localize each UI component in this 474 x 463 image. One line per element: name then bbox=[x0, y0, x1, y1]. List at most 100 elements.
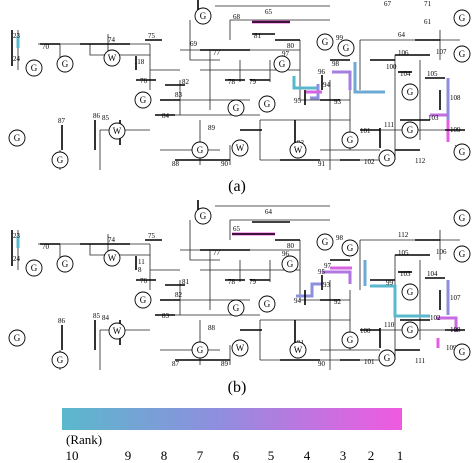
svg-text:G: G bbox=[384, 153, 391, 163]
bus-label-a: 100 bbox=[386, 63, 397, 71]
generator-icon: G bbox=[258, 295, 276, 313]
bus-label-b: 110 bbox=[384, 321, 395, 329]
generator-icon: G bbox=[51, 351, 69, 369]
highlight-line-b2 bbox=[370, 284, 430, 318]
colorbar-ticks: 10 9 8 7 6 5 4 3 2 1 bbox=[66, 448, 404, 463]
svg-text:G: G bbox=[322, 237, 329, 247]
colorbar-tick: 2 bbox=[368, 448, 375, 463]
bus-label-a: 82 bbox=[182, 78, 190, 86]
colorbar-tick: 4 bbox=[304, 448, 311, 463]
highlight-line-a4 bbox=[310, 84, 320, 100]
bus-label-b: 86 bbox=[58, 317, 66, 325]
generator-icon: G bbox=[341, 331, 359, 349]
svg-text:G: G bbox=[233, 103, 240, 113]
bus-label-a: 81 bbox=[254, 32, 262, 40]
svg-text:G: G bbox=[200, 211, 207, 221]
bus-label-b: 82 bbox=[175, 291, 183, 299]
bus-label-b: 96 bbox=[282, 250, 290, 258]
bus-label-a: 80 bbox=[287, 42, 295, 50]
bus-label-b: 108 bbox=[450, 326, 461, 334]
svg-text:G: G bbox=[347, 243, 354, 253]
bus-label-b: 80 bbox=[287, 242, 295, 250]
highlight-line-b7 bbox=[436, 316, 458, 332]
svg-text:G: G bbox=[459, 147, 466, 157]
svg-text:G: G bbox=[459, 49, 466, 59]
generator-icon: G bbox=[191, 341, 209, 359]
svg-text:G: G bbox=[459, 213, 466, 223]
bus-label-a: 69 bbox=[190, 40, 198, 48]
bus-label-a: 61 bbox=[424, 18, 432, 26]
highlight-line-a3 bbox=[353, 62, 385, 94]
panel-a-buses bbox=[11, 0, 465, 161]
bus-label-b: 101 bbox=[364, 358, 375, 366]
wind-icon: W bbox=[289, 341, 307, 359]
bus-label-a: 99 bbox=[336, 34, 344, 42]
bus-label-b: 94 bbox=[294, 297, 302, 305]
bus-label-a: 94 bbox=[323, 81, 331, 89]
svg-text:W: W bbox=[236, 143, 245, 153]
generator-icon: G bbox=[194, 7, 212, 25]
svg-text:G: G bbox=[407, 287, 414, 297]
bus-label-b: 84 bbox=[102, 314, 110, 322]
bus-label-a: 24 bbox=[13, 55, 21, 63]
svg-text:G: G bbox=[14, 133, 21, 143]
bus-label-b: 98 bbox=[336, 234, 344, 242]
svg-text:G: G bbox=[197, 345, 204, 355]
panel-b-highlighted-lines bbox=[16, 232, 458, 348]
bus-label-a: 76 bbox=[140, 77, 148, 85]
wind-icon: W bbox=[108, 322, 126, 340]
wind-icon: W bbox=[103, 49, 121, 67]
bus-label-b: 79 bbox=[249, 278, 257, 286]
bus-label-b: 89 bbox=[221, 360, 229, 368]
bus-label-a: 67 bbox=[384, 0, 392, 8]
colorbar-tick: 6 bbox=[233, 448, 240, 463]
generator-icon: G bbox=[281, 255, 299, 273]
svg-text:G: G bbox=[233, 303, 240, 313]
svg-text:G: G bbox=[62, 259, 69, 269]
bus-label-a: 86 bbox=[93, 112, 101, 120]
panel-a-label: (a) bbox=[228, 178, 246, 195]
svg-text:G: G bbox=[31, 263, 38, 273]
wind-icon: W bbox=[108, 122, 126, 140]
bus-label-a: 109 bbox=[450, 126, 461, 134]
bus-label-b: 77 bbox=[213, 249, 221, 257]
generator-icon: G bbox=[401, 121, 419, 139]
bus-label-a: 87 bbox=[58, 117, 66, 125]
bus-label-b: 64 bbox=[265, 208, 273, 216]
generator-icon: G bbox=[316, 33, 334, 51]
svg-text:W: W bbox=[294, 345, 303, 355]
highlight-line-a6 bbox=[332, 70, 352, 90]
bus-label-b: 107 bbox=[450, 294, 461, 302]
bus-label-a: 106 bbox=[398, 49, 409, 57]
bus-label-a: 107 bbox=[436, 48, 447, 56]
svg-text:G: G bbox=[62, 59, 69, 69]
panel-a-bus-labels: 23 24 70 74 75 118 76 77 78 79 80 81 82 … bbox=[13, 0, 465, 168]
generator-icon: G bbox=[378, 349, 396, 367]
bus-label-b: 81 bbox=[182, 278, 190, 286]
bus-label-a: 103 bbox=[428, 114, 439, 122]
svg-text:G: G bbox=[197, 145, 204, 155]
bus-label-a: 85 bbox=[102, 114, 110, 122]
svg-text:G: G bbox=[264, 99, 271, 109]
svg-text:G: G bbox=[407, 325, 414, 335]
bus-label-a: 23 bbox=[13, 32, 21, 40]
generator-icon: G bbox=[401, 321, 419, 339]
bus-label-a: 111 bbox=[384, 121, 394, 129]
panel-a-sources: G G W G G G G G G G W G G W W G G G G G … bbox=[8, 7, 471, 169]
bus-label-a: 91 bbox=[318, 160, 326, 168]
bus-label-b: 103 bbox=[400, 270, 411, 278]
colorbar-tick: 3 bbox=[340, 448, 347, 463]
bus-label-a: 112 bbox=[415, 157, 426, 165]
wind-icon: W bbox=[103, 249, 121, 267]
generator-icon: G bbox=[258, 95, 276, 113]
svg-text:G: G bbox=[347, 135, 354, 145]
bus-label-a: 96 bbox=[318, 68, 326, 76]
svg-text:G: G bbox=[287, 259, 294, 269]
bus-label-a: 105 bbox=[427, 70, 438, 78]
bus-label-b: 78 bbox=[228, 278, 236, 286]
bus-label-b: 24 bbox=[13, 255, 21, 263]
bus-label-b: 112 bbox=[398, 231, 409, 239]
bus-label-a: 95 bbox=[294, 97, 302, 105]
generator-icon: G bbox=[341, 239, 359, 257]
svg-text:G: G bbox=[322, 37, 329, 47]
